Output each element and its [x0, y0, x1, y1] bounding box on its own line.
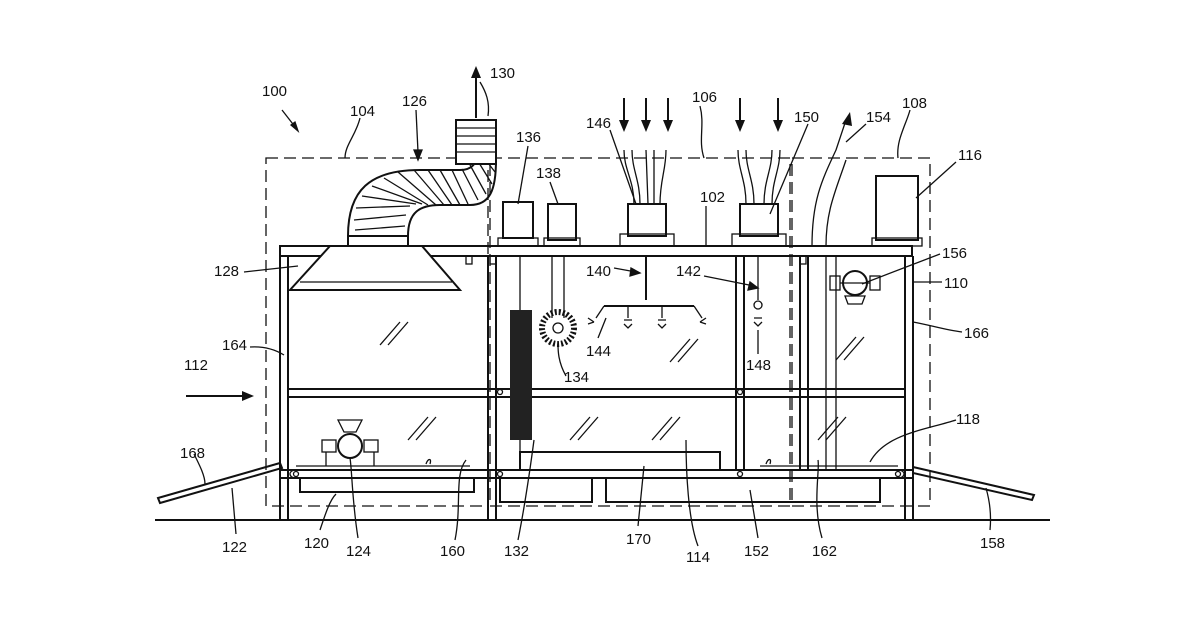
label-114: 114 — [686, 549, 710, 566]
conveyor-160 — [290, 460, 470, 479]
label-140: 140 — [586, 263, 611, 280]
label-154: 154 — [866, 109, 891, 126]
label-148: 148 — [746, 357, 771, 374]
label-142: 142 — [676, 263, 701, 280]
label-130: 130 — [490, 65, 515, 82]
zone-108 — [792, 158, 930, 506]
label-108: 108 — [902, 95, 927, 112]
flex-duct-126 — [348, 120, 496, 236]
label-104: 104 — [350, 103, 375, 120]
label-116: 116 — [958, 147, 982, 164]
label-170: 170 — [626, 531, 651, 548]
nozzle-148 — [754, 256, 762, 326]
label-150: 150 — [794, 109, 819, 126]
manifold-146 — [619, 98, 674, 246]
leader-lines — [194, 82, 991, 546]
label-160: 160 — [440, 543, 465, 560]
zone-104 — [266, 158, 488, 506]
label-136: 136 — [516, 129, 541, 146]
label-110: 110 — [944, 275, 968, 292]
label-146: 146 — [586, 115, 611, 132]
label-128: 128 — [214, 263, 239, 280]
label-112: 112 — [184, 357, 208, 374]
label-162: 162 — [812, 543, 837, 560]
label-158: 158 — [980, 535, 1005, 552]
pump-156 — [830, 271, 880, 304]
conveyor-162 — [760, 460, 904, 479]
label-106: 106 — [692, 89, 717, 106]
label-168: 168 — [180, 445, 205, 462]
exhaust-arrow-130 — [471, 66, 481, 118]
label-152: 152 — [744, 543, 769, 560]
ramp-158 — [913, 467, 1034, 500]
label-102: 102 — [700, 189, 725, 206]
label-124: 124 — [346, 543, 371, 560]
label-144: 144 — [586, 343, 611, 360]
ramp-168 — [158, 463, 282, 503]
cabinet-116 — [872, 176, 922, 246]
label-132: 132 — [504, 543, 529, 560]
entry-arrow-112 — [186, 391, 254, 401]
label-134: 134 — [564, 369, 589, 386]
label-120: 120 — [304, 535, 329, 552]
frame-bolts — [466, 256, 806, 264]
label-118: 118 — [956, 411, 980, 428]
exhaust-hood-128 — [290, 236, 460, 290]
label-100: 100 — [262, 83, 287, 100]
label-138: 138 — [536, 165, 561, 182]
manifold-150 — [732, 98, 786, 246]
tray-170 — [520, 452, 720, 470]
roller-134 — [542, 256, 574, 344]
brush-132 — [510, 256, 532, 452]
label-122: 122 — [222, 539, 247, 556]
bins-152 — [300, 478, 880, 502]
label-164: 164 — [222, 337, 247, 354]
label-156: 156 — [942, 245, 967, 262]
box-138 — [544, 204, 580, 246]
box-136 — [498, 202, 538, 246]
label-166: 166 — [964, 325, 989, 342]
label-126: 126 — [402, 93, 427, 110]
